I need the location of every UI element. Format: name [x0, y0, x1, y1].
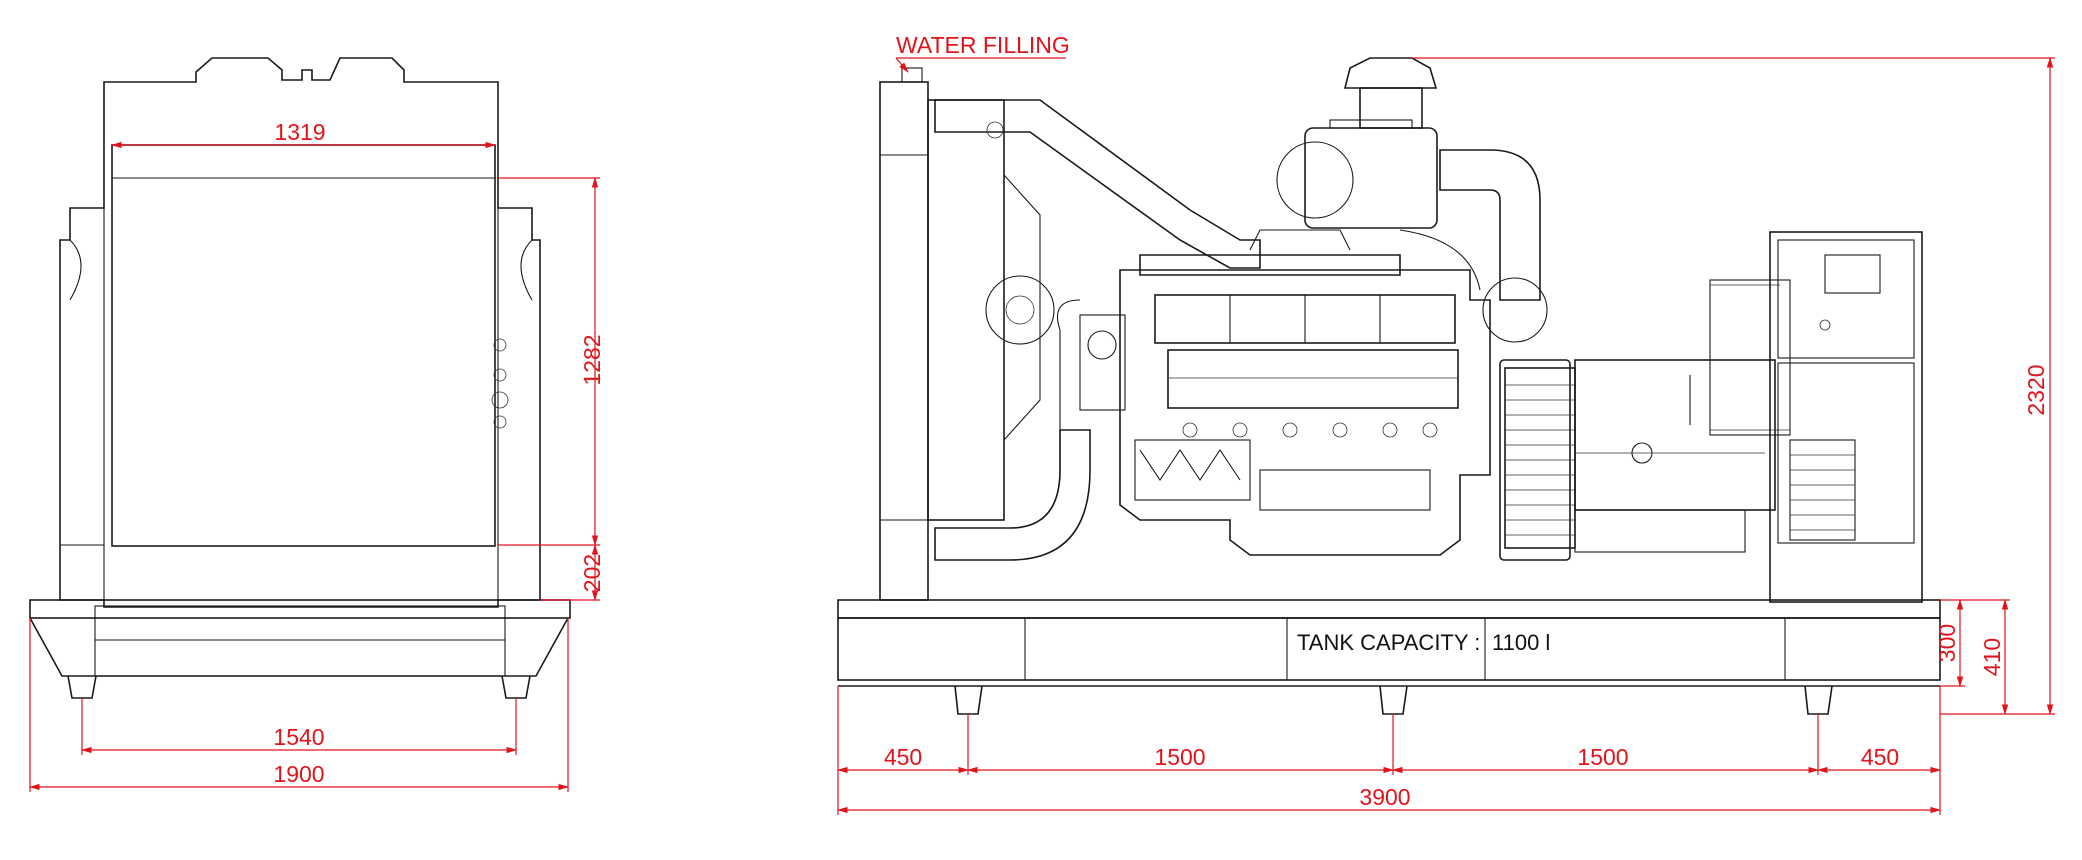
engine-bolt-5	[1382, 422, 1398, 438]
front-side-curves	[69, 239, 533, 301]
front-base-top-rail	[29, 599, 571, 619]
fan-shroud	[1003, 174, 1041, 441]
dim-label-2320: 2320	[2023, 364, 2049, 415]
water-filling-leader	[895, 57, 909, 73]
front-pulley	[1087, 330, 1117, 360]
engine-manifold-pattern	[1139, 449, 1241, 481]
dim-label-202: 202	[579, 554, 605, 592]
exhaust-rain-cap	[1343, 57, 1438, 89]
alternator-base	[1574, 509, 1746, 553]
engine-bolt-6	[1422, 422, 1438, 438]
intake-pipe	[1139, 254, 1401, 276]
front-pipework	[1056, 299, 1081, 480]
air-filter-end	[1276, 141, 1354, 219]
air-filter-cap	[1329, 119, 1413, 129]
fuel-tank	[837, 617, 1941, 681]
engine-block	[1119, 269, 1491, 556]
alternator-grille-bars	[1505, 384, 1575, 536]
breaker-grille-bars	[1790, 454, 1855, 531]
fan-guard	[927, 99, 1005, 521]
engine-bolt-3	[1282, 422, 1298, 438]
dim-label-1540: 1540	[273, 724, 324, 750]
tank-capacity-value: 1100 l	[1492, 630, 1550, 655]
water-filling-cap	[901, 67, 923, 83]
front-view	[29, 57, 571, 699]
turbo-pipe	[1399, 229, 1481, 291]
side-foot-2	[1379, 685, 1408, 715]
front-detail-1	[493, 338, 507, 352]
upper-hose	[934, 99, 1261, 269]
front-base-tank-panel	[94, 605, 506, 677]
dim-label-3900: 3900	[1359, 784, 1410, 810]
breaker-grille	[1789, 439, 1856, 541]
lower-hose	[934, 429, 1091, 561]
engine-bolt-4	[1332, 422, 1348, 438]
engine-bolt-2	[1232, 422, 1248, 438]
dim-label-300: 300	[1934, 624, 1960, 662]
front-detail-4	[493, 415, 507, 429]
dim-label-450-left: 450	[884, 744, 922, 770]
side-radiator	[879, 81, 929, 601]
engine-lower-panel	[1134, 439, 1251, 501]
dim-label-1282: 1282	[579, 334, 605, 385]
dim-label-1319: 1319	[274, 119, 325, 145]
water-filling-label: WATER FILLING	[896, 32, 1070, 58]
side-view: TANK CAPACITY : 1100 l WATER FILLING	[837, 32, 1941, 715]
radiator-core	[111, 144, 496, 547]
side-dimensions: 2320 410 300 450 1500 1500 450 3900	[836, 56, 2055, 815]
hose-clamp-1	[986, 121, 1004, 139]
control-panel	[1769, 231, 1923, 603]
fan-hub	[985, 275, 1055, 345]
turbocharger	[1482, 277, 1548, 343]
exhaust-elbow	[1439, 149, 1541, 301]
dim-label-1500-right: 1500	[1577, 744, 1628, 770]
control-display	[1824, 254, 1881, 294]
front-dimensions: 1319 1282 202 1540 1900	[28, 119, 605, 792]
dim-label-410: 410	[1979, 638, 2005, 676]
control-panel-lower-door	[1777, 362, 1915, 544]
front-pulley-housing	[1079, 314, 1126, 411]
front-detail-3	[491, 391, 509, 409]
cylinder-block	[1167, 349, 1459, 409]
control-knob	[1819, 319, 1831, 331]
dim-label-450-right: 450	[1861, 744, 1899, 770]
alternator-grille	[1504, 367, 1576, 549]
fan-center	[1005, 295, 1035, 325]
tank-capacity-label: TANK CAPACITY :	[1297, 630, 1480, 655]
side-foot-1	[954, 685, 983, 715]
front-foot-right	[501, 675, 531, 699]
control-panel-upper-door	[1777, 239, 1915, 359]
engine-oil-pan-detail	[1259, 469, 1431, 511]
side-foot-3	[1804, 685, 1833, 715]
dim-label-1900: 1900	[273, 761, 324, 787]
front-base-tank	[29, 617, 569, 677]
engine-bolt-1	[1182, 422, 1198, 438]
front-foot-left	[67, 675, 97, 699]
intake-pipe-top	[1249, 229, 1351, 251]
front-detail-2	[493, 368, 507, 382]
dim-label-1500-left: 1500	[1154, 744, 1205, 770]
exhaust-body	[1359, 87, 1423, 129]
